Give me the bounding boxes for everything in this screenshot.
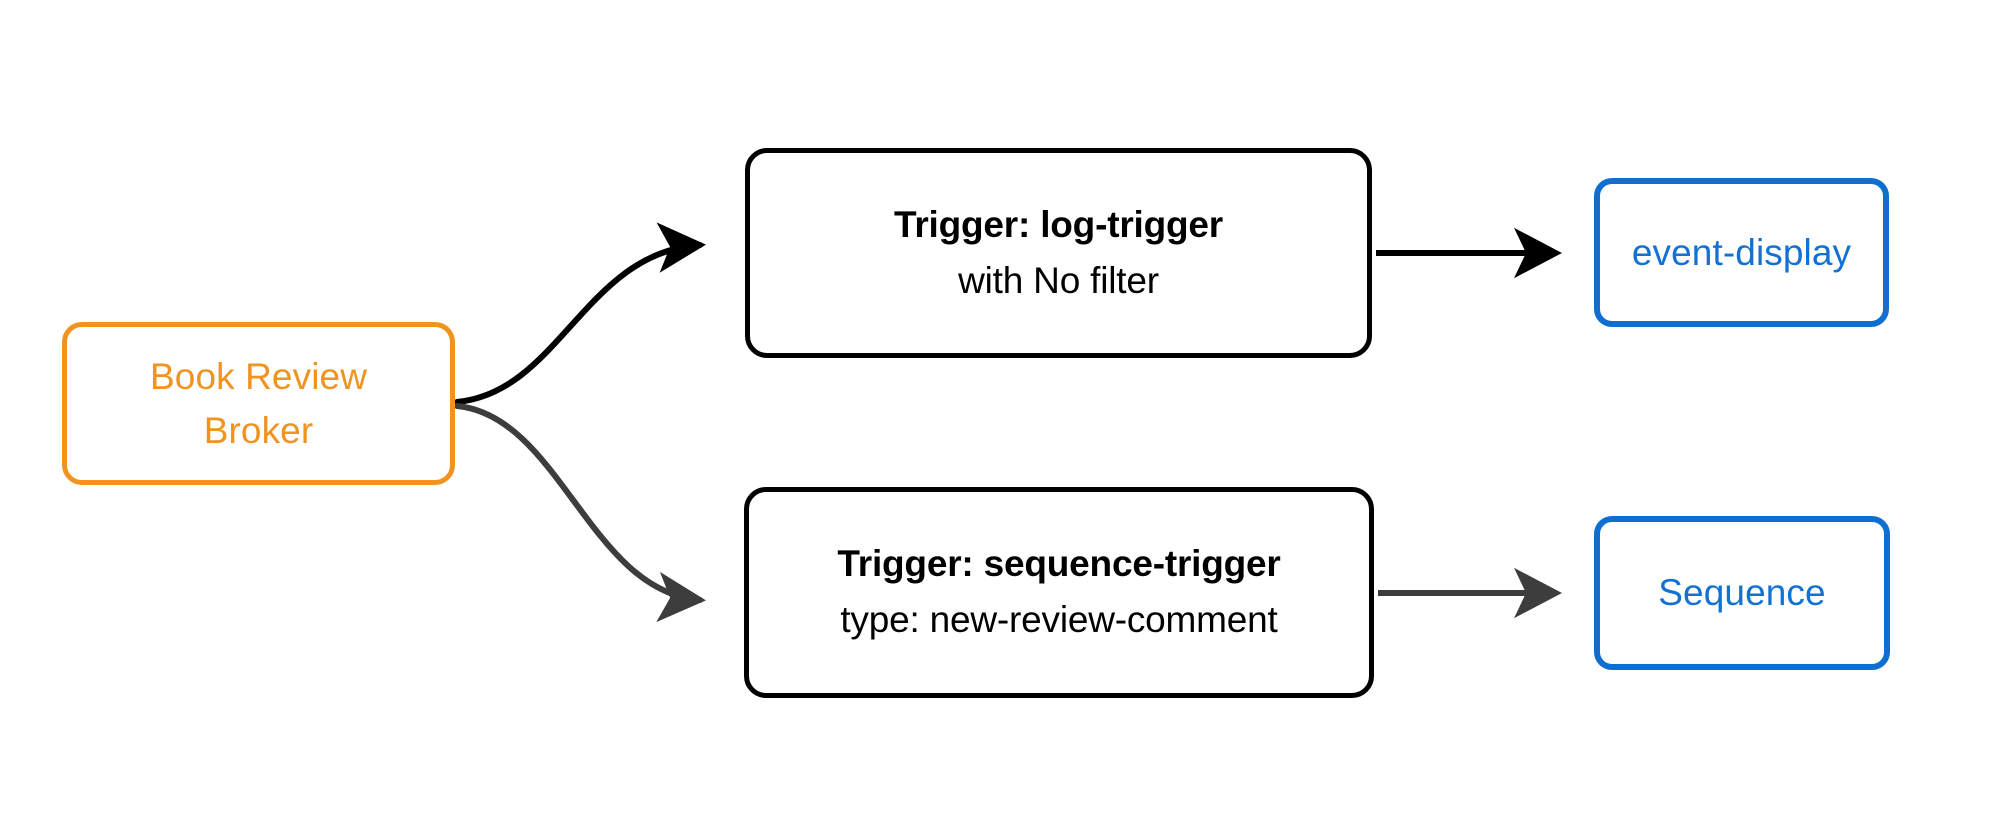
trigger-sequence-subtitle: type: new-review-comment [840, 599, 1278, 640]
trigger-log-title: Trigger: log-trigger [893, 203, 1223, 245]
trigger-log-subtitle: with No filter [958, 259, 1159, 301]
broker-label-line-1: Book Review [149, 355, 368, 397]
node-trigger-log-trigger[interactable]: Trigger: log-trigger with No filter [745, 148, 1372, 358]
node-event-display[interactable]: event-display [1594, 178, 1889, 327]
broker-label-line-2: Broker [203, 409, 314, 451]
trigger-sequence-title: Trigger: sequence-trigger [837, 543, 1281, 584]
edge-broker-to-sequence-trigger [454, 403, 706, 623]
edge-broker-to-log-trigger [454, 222, 706, 405]
node-trigger-sequence-trigger[interactable]: Trigger: sequence-trigger type: new-revi… [744, 487, 1374, 698]
node-book-review-broker[interactable]: Book Review Broker [62, 322, 455, 485]
sequence-label: Sequence [1658, 572, 1826, 613]
node-sequence[interactable]: Sequence [1594, 516, 1890, 670]
event-display-label: event-display [1631, 231, 1852, 273]
